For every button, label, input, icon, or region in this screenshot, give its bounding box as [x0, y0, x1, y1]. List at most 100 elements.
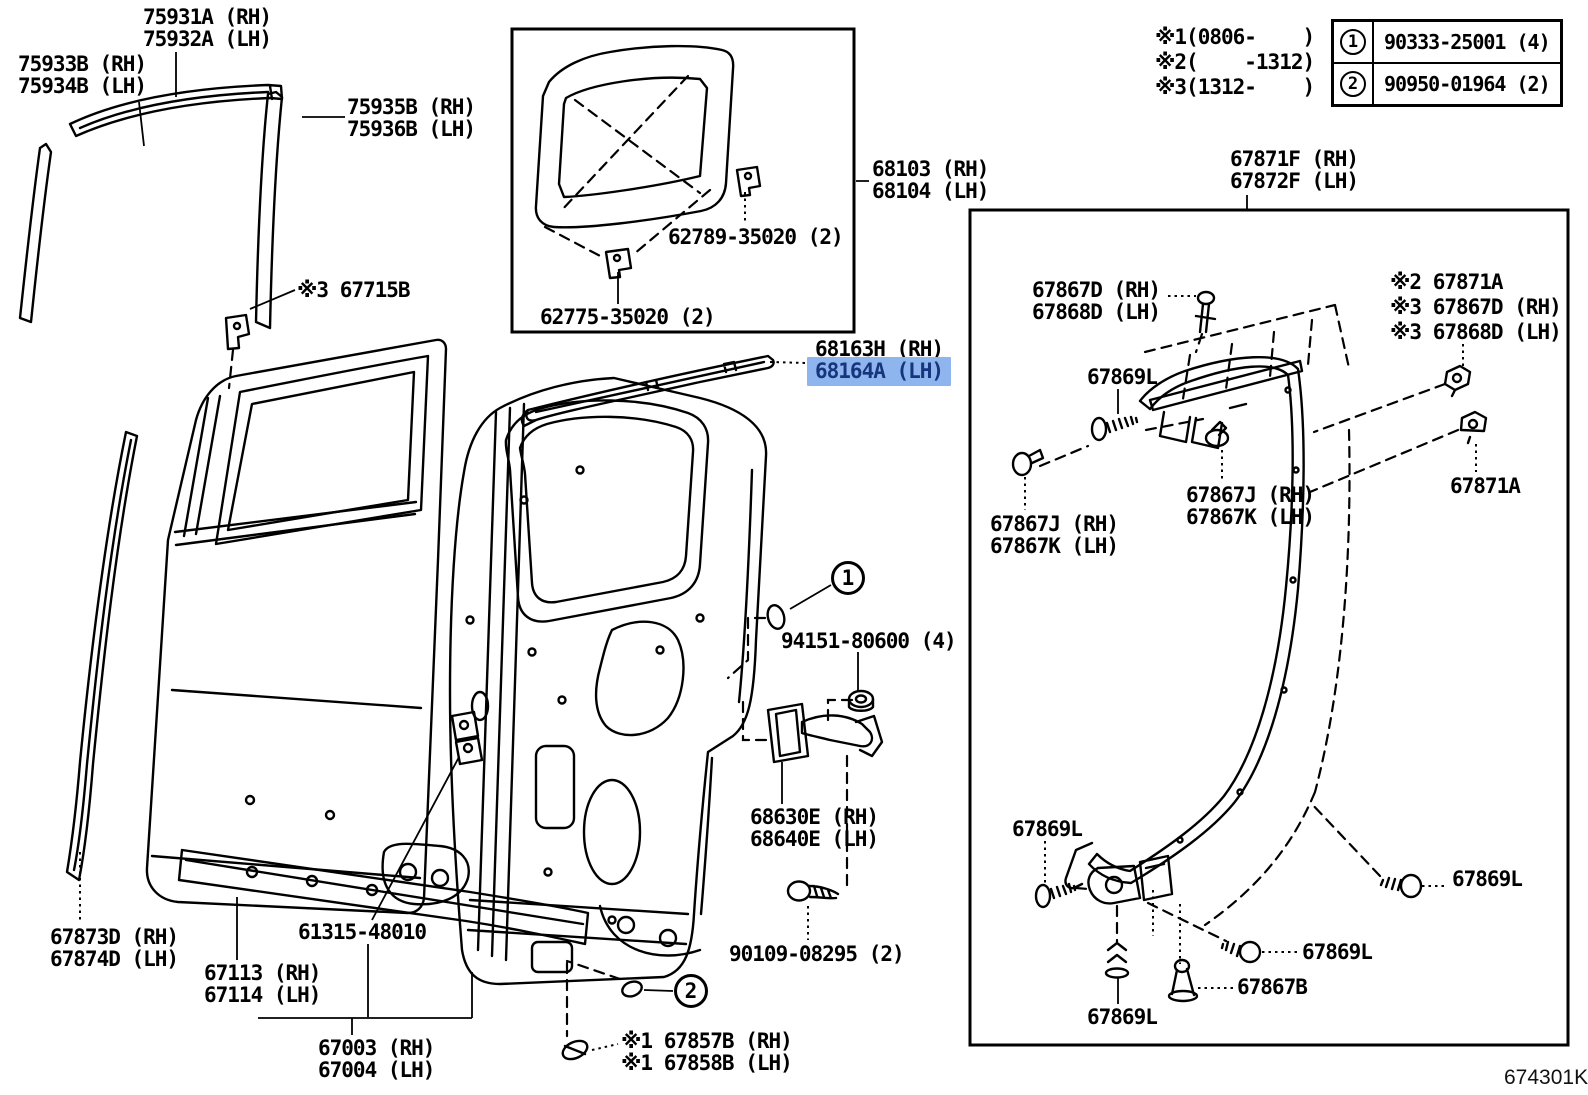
part-number-text: 62789-35020 (2): [668, 225, 844, 249]
part-number-text: 67867K (LH): [1186, 505, 1315, 529]
molding-75935b: [254, 90, 284, 330]
dotted-leaders: [79, 192, 1477, 1051]
part-number-text: 67003 (RH): [318, 1036, 435, 1060]
part-68163h-68164a-label: 68163H (RH)68164A (LH): [807, 337, 952, 386]
fastener-part-number: 90333-25001 (4): [1384, 30, 1551, 54]
part-number-text: 67869L: [1012, 817, 1083, 841]
part-number-text: 67114 (LH): [204, 983, 321, 1007]
part-number-text: 67867B: [1237, 975, 1308, 999]
door-opening-weatherstrip-67871f: [1087, 356, 1305, 885]
part-number-text: ※2 67871A: [1390, 270, 1504, 294]
part-67715b-label: ※3 67715B: [297, 278, 411, 302]
fastener-table: 1 90333-25001 (4) 2 90950-01964 (2): [1331, 19, 1563, 107]
part-68103-68104-label: 68103 (RH)68104 (LH): [872, 157, 989, 203]
part-number-text: 68163H (RH): [815, 337, 944, 361]
part-number-text: 90109-08295 (2): [729, 942, 905, 966]
part-67867j-67867k-mid-label: 67867J (RH)67867K (LH): [1186, 484, 1315, 529]
part-number-text: 75934B (LH): [18, 74, 147, 98]
part-number-text: 67869L: [1452, 867, 1523, 891]
part-61315-48010-label: 61315-48010: [298, 920, 427, 944]
belt-molding-68163h: [520, 354, 775, 428]
part-number-text: 67867D (RH): [1032, 278, 1161, 302]
diagram-code: 674301K: [1504, 1066, 1588, 1089]
hinge-61315: [450, 710, 484, 766]
clip-67715b: [224, 313, 251, 351]
part-67113-67114-label: 67113 (RH)67114 (LH): [204, 961, 321, 1007]
part-number-text: ※3 67868D (LH): [1390, 320, 1562, 344]
production-date-notes-label: ※1(0806- )※2( -1312)※3(1312- ): [1155, 25, 1315, 100]
part-number-text: 67869L: [1087, 1005, 1158, 1029]
part-number-text: 67871F (RH): [1230, 147, 1359, 171]
screw-67869l-d: [1220, 940, 1262, 964]
screw-67869l-b: [1034, 882, 1077, 909]
hole-plug-2: [621, 980, 643, 998]
part-67869l-a-label: 67869L: [1087, 365, 1158, 389]
grommet-67867b: [1167, 958, 1199, 1003]
part-67873d-67874d-label: 67873D (RH)67874D (LH): [50, 925, 179, 970]
selected-part-highlight[interactable]: 68164A (LH): [807, 357, 952, 386]
part-number-text: ※1 67858B (LH): [621, 1051, 793, 1075]
part-number-text: 67869L: [1087, 365, 1158, 389]
part-number-text: 75933B (RH): [18, 52, 147, 76]
part-67869l-d-label: 67869L: [1302, 940, 1373, 964]
part-number-text: 67873D (RH): [50, 925, 179, 949]
part-number-text: 75936B (LH): [347, 117, 476, 141]
fastener-table-row: 1 90333-25001 (4): [1334, 22, 1560, 62]
part-67869l-c-label: 67869L: [1452, 867, 1523, 891]
part-number-text: 67871A: [1450, 474, 1521, 498]
lower-panel-67113: [177, 848, 590, 946]
weatherstrip-end-bracket: [1064, 841, 1174, 905]
clip-62789: [735, 165, 762, 198]
clip-62775: [604, 247, 633, 280]
inset-box-window-glass: [510, 27, 856, 334]
leader-lines: [138, 52, 1248, 1035]
clip-67867d: [1194, 290, 1217, 334]
part-number-text: ※3 67715B: [297, 278, 411, 302]
circled-number-2: 2: [1340, 71, 1366, 97]
ref-circle-1: 1: [831, 561, 865, 595]
part-number-text: 75932A (LH): [143, 27, 272, 51]
part-number-text: 75931A (RH): [143, 5, 272, 29]
screw-67869l-a: [1090, 415, 1139, 442]
part-67869l-e-label: 67869L: [1087, 1005, 1158, 1029]
clip-67867j-left: [1011, 448, 1045, 477]
window-glass-68103: [534, 44, 735, 229]
part-67857b-67858b-label: ※1 67857B (RH)※1 67858B (LH): [621, 1030, 793, 1075]
screw-67869l-c: [1379, 873, 1423, 899]
part-number-text: 68104 (LH): [872, 179, 989, 203]
part-number-text: ※3 67867D (RH): [1390, 295, 1562, 319]
part-75931a-75932a-label: 75931A (RH)75932A (LH): [143, 5, 272, 51]
circled-number-1: 1: [1340, 29, 1366, 55]
part-67867j-67867k-left-label: 67867J (RH)67867K (LH): [990, 513, 1119, 558]
part-number-text: 67113 (RH): [204, 961, 321, 985]
part-number-text: 68103 (RH): [872, 157, 989, 181]
part-75933b-75934b-label: 75933B (RH)75934B (LH): [18, 52, 147, 98]
part-number-text: 61315-48010: [298, 920, 427, 944]
part-number-text: 67868D (LH): [1032, 300, 1161, 324]
part-67871f-67872f-label: 67871F (RH)67872F (LH): [1230, 147, 1359, 192]
part-94151-80600-label: 94151-80600 (4): [781, 630, 957, 652]
part-number-text: 67004 (LH): [318, 1058, 435, 1082]
hole-plug-1: [766, 604, 786, 630]
part-number-text: 67869L: [1302, 940, 1373, 964]
clip-67857b: [561, 1039, 589, 1061]
part-number-text: 67867K (LH): [990, 534, 1119, 558]
ref-circle-2: 2: [674, 974, 708, 1008]
fastener-ref-cell: 2: [1334, 64, 1374, 104]
door-check-68630e: [766, 702, 884, 764]
part-number-text: 68640E (LH): [750, 827, 879, 851]
retainer-bar: [1148, 359, 1304, 450]
clip-67871a-b: [1459, 410, 1488, 445]
part-67871a-b-label: 67871A: [1450, 474, 1521, 498]
weatherstrip-67873d: [65, 430, 139, 882]
part-67869l-b-label: 67869L: [1012, 817, 1083, 841]
part-number-text: 68630E (RH): [750, 805, 879, 829]
clip-67867j-mid: [1204, 420, 1230, 448]
fastener-ref-cell: 1: [1334, 22, 1374, 62]
fastener-table-row: 2 90950-01964 (2): [1334, 62, 1560, 104]
door-outer-panel-67003: [145, 338, 448, 915]
part-62789-35020-label: 62789-35020 (2): [668, 225, 844, 249]
part-67871a-67867d-notes-label: ※2 67871A※3 67867D (RH)※3 67868D (LH): [1390, 270, 1562, 345]
fastener-part-number: 90950-01964 (2): [1384, 72, 1551, 96]
